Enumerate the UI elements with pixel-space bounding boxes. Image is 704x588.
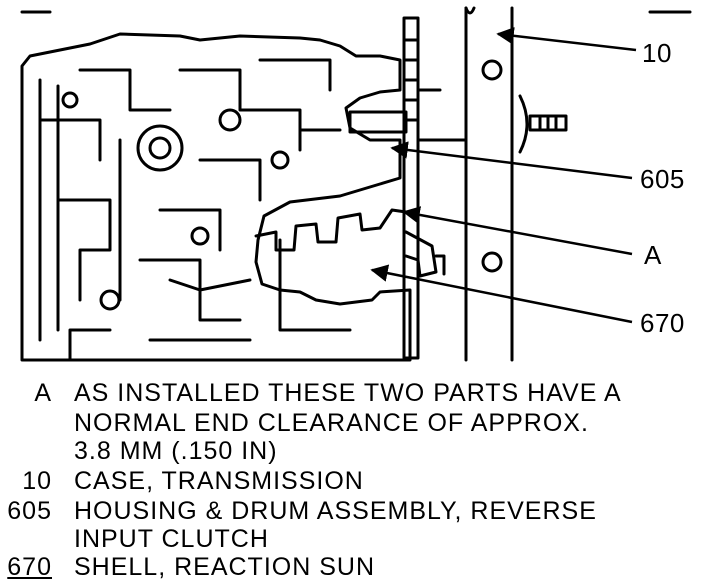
legend-text-continued: INPUT CLUTCH (74, 525, 269, 553)
callout-605: 605 (640, 164, 685, 194)
callout-670: 670 (640, 308, 685, 338)
callout-A: A (644, 240, 662, 270)
legend-key: 670 (7, 553, 52, 581)
bolt-shaft (348, 110, 408, 134)
legend-text: AS INSTALLED THESE TWO PARTS HAVE A (74, 379, 622, 407)
leader-605 (390, 141, 633, 180)
legend-key: 605 (7, 497, 52, 525)
case-bolt-2 (481, 251, 503, 273)
leader-10 (496, 27, 637, 52)
legend-key: A (34, 379, 52, 407)
case-inner-curve (464, 6, 476, 15)
legend-text: SHELL, REACTION SUN (74, 553, 376, 581)
legend-text-continued: NORMAL END CLEARANCE OF APPROX. (74, 409, 589, 437)
legend-text: CASE, TRANSMISSION (74, 467, 364, 495)
valve-body-outline (20, 32, 412, 362)
legend-key: 10 (22, 467, 52, 495)
legend-text: HOUSING & DRUM ASSEMBLY, REVERSE (74, 497, 597, 525)
callout-10: 10 (642, 38, 672, 68)
case-bolt-1 (481, 59, 503, 81)
boss-large (136, 124, 184, 172)
housing-drum (402, 16, 420, 360)
bolt-head-right (518, 94, 529, 154)
legend-text-continued: 3.8 MM (.150 IN) (74, 437, 278, 465)
reaction-shell-teeth (254, 208, 408, 252)
leader-670 (370, 264, 633, 324)
boss-small-1 (218, 108, 242, 132)
leader-A (402, 206, 633, 256)
